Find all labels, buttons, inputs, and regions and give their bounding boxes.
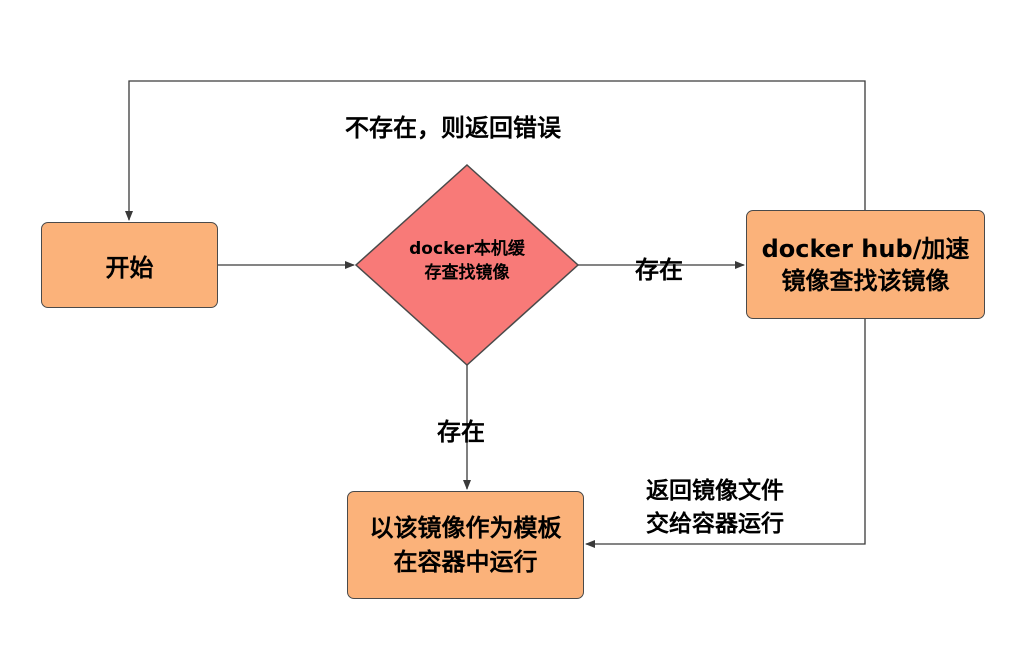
docker-hub-node: docker hub/加速 镜像查找该镜像 (746, 210, 985, 319)
edge-label-not-exist: 不存在，则返回错误 (345, 114, 561, 142)
decision-node-label: docker本机缓 存查找镜像 (409, 239, 525, 283)
run-container-node-label: 以该镜像作为模板 在容器中运行 (369, 514, 562, 576)
edge-label-exist-right: 存在 (635, 256, 683, 284)
run-container-node: 以该镜像作为模板 在容器中运行 (347, 491, 584, 599)
arrow-hub-to-start (125, 80, 866, 221)
docker-hub-node-label: docker hub/加速 镜像查找该镜像 (761, 234, 970, 295)
arrow-hub-to-run (585, 319, 866, 548)
edge-label-exist-down: 存在 (437, 418, 485, 446)
start-node: 开始 (41, 222, 218, 308)
start-node-label: 开始 (105, 253, 154, 282)
edge-label-return-file: 返回镜像文件 交给容器运行 (646, 478, 784, 537)
